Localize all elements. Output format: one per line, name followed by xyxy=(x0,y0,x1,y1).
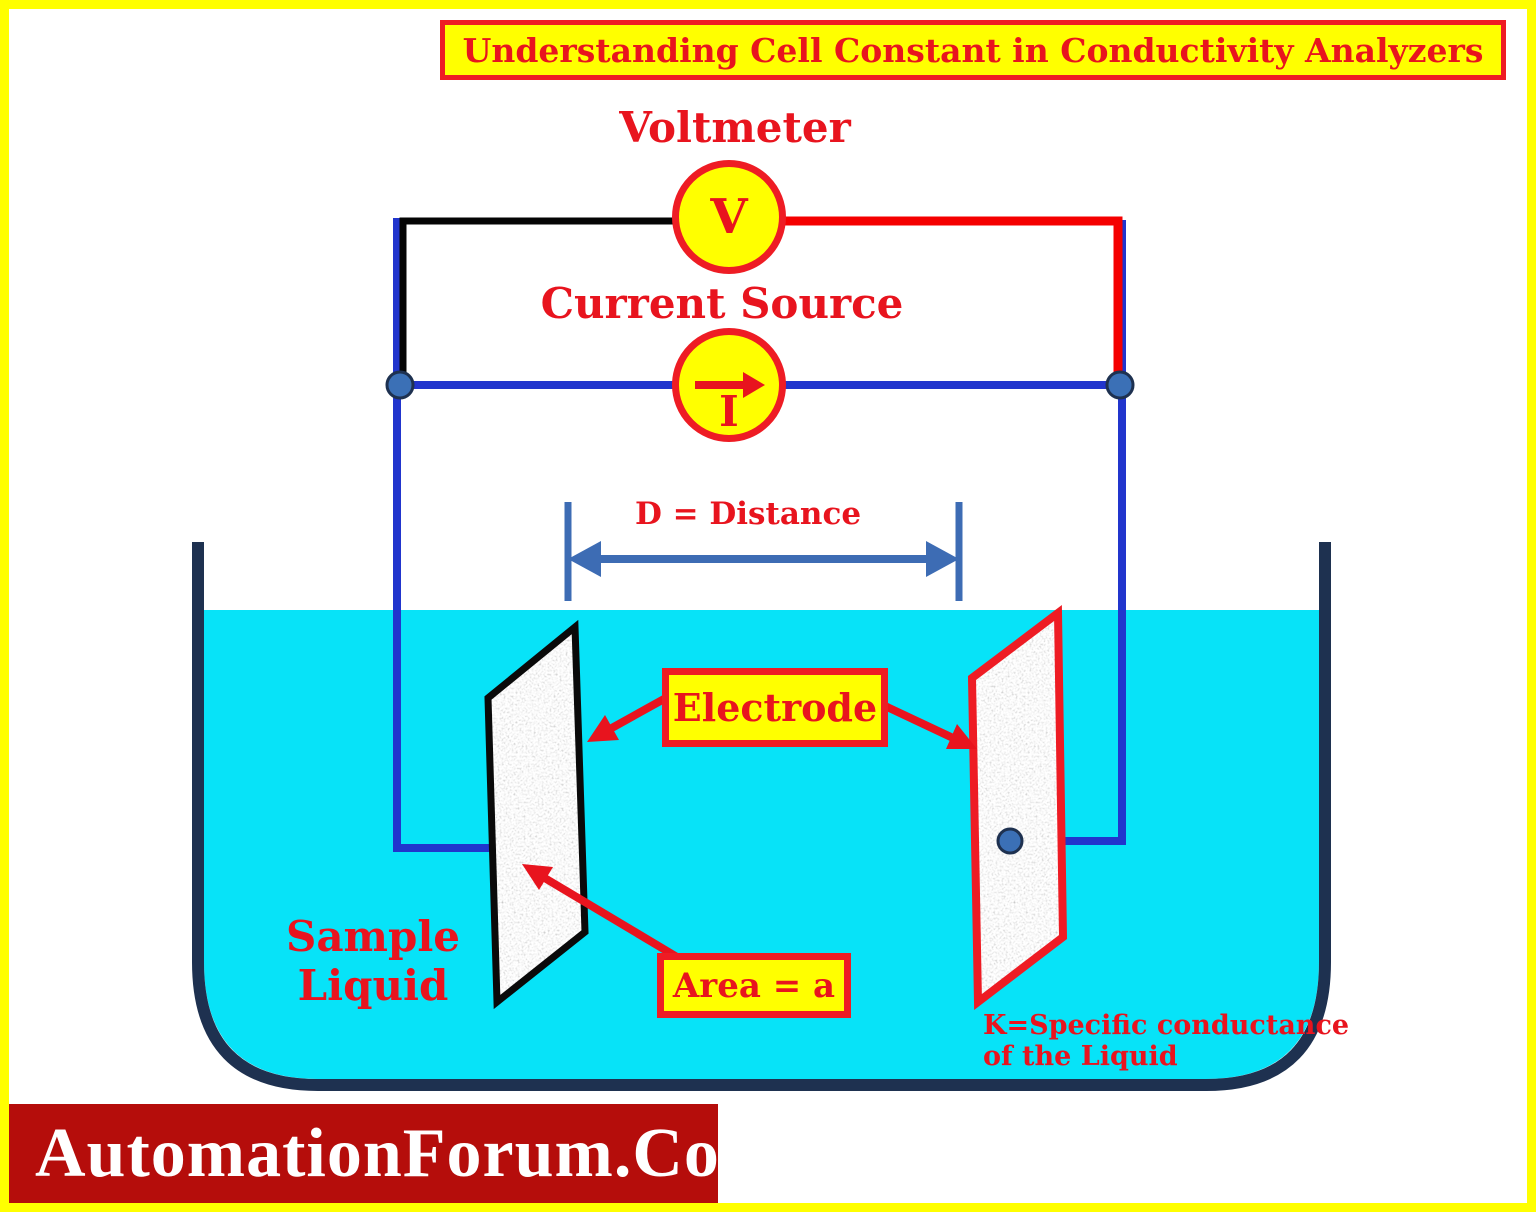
electrode-arrow-right-line xyxy=(883,702,955,742)
area-label-box: Area = a xyxy=(657,953,851,1018)
electrode-label: Electrode xyxy=(672,685,878,730)
left-junction-dot xyxy=(385,370,415,400)
voltmeter-letter: V xyxy=(710,189,748,245)
sample-liquid-line1: Sample xyxy=(285,912,461,961)
conductance-note-line1: K=Specific conductance xyxy=(983,1010,1350,1041)
black-wire xyxy=(399,217,720,388)
electrode-arrowhead-left-icon xyxy=(587,715,619,742)
area-arrowhead-icon xyxy=(522,864,553,890)
page-title: Understanding Cell Constant in Conductiv… xyxy=(462,30,1484,70)
distance-arrowhead-left-icon xyxy=(568,541,601,577)
left-blue-wire xyxy=(393,218,720,852)
voltmeter-symbol: V xyxy=(672,160,786,274)
left-electrode-fill xyxy=(488,627,585,1002)
red-wire xyxy=(744,216,1123,388)
current-source-letter: I xyxy=(719,387,739,436)
right-junction-dot xyxy=(1105,370,1135,400)
left-electrode xyxy=(484,619,589,1010)
sample-liquid-label: Sample Liquid xyxy=(286,912,460,1010)
distance-label: D = Distance xyxy=(634,496,862,532)
area-label: Area = a xyxy=(672,965,836,1006)
title-box: Understanding Cell Constant in Conductiv… xyxy=(440,20,1506,80)
right-electrode-fill xyxy=(972,613,1063,1002)
sample-liquid-line2: Liquid xyxy=(297,961,449,1011)
conductance-note: K=Specific conductance of the Liquid xyxy=(983,1010,1349,1072)
current-arrow-icon xyxy=(695,381,743,389)
conductance-note-line2: of the Liquid xyxy=(983,1041,1178,1073)
electrode-arrow-left-line xyxy=(608,695,666,733)
current-source-symbol: I xyxy=(672,328,786,442)
distance-ticks xyxy=(564,502,963,601)
electrode-terminal-dot xyxy=(996,827,1024,855)
distance-arrowhead-right-icon xyxy=(926,541,959,577)
footer-brand-box: AutomationForum.Co xyxy=(9,1104,720,1203)
tank-outline xyxy=(192,542,1331,1091)
electrode-label-box: Electrode xyxy=(662,668,888,747)
voltmeter-label: Voltmeter xyxy=(619,103,851,152)
current-source-label: Current Source xyxy=(540,279,904,328)
footer-brand: AutomationForum.Co xyxy=(35,1114,720,1192)
electrode-arrowhead-right-icon xyxy=(946,724,977,749)
area-arrow-line xyxy=(540,873,680,961)
right-electrode xyxy=(967,605,1068,1010)
